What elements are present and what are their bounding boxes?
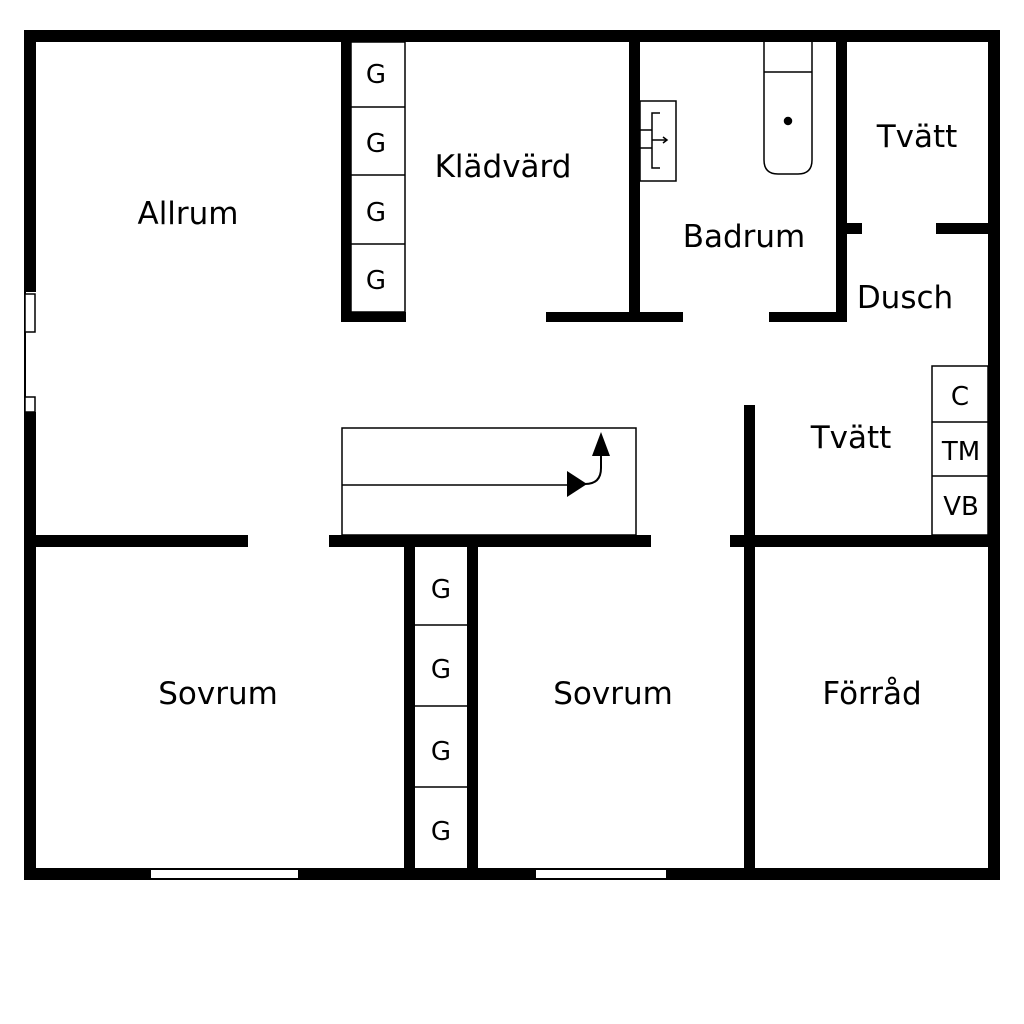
- kladvard-wall-right: [629, 42, 640, 322]
- laundry-units: [931, 365, 989, 536]
- closet-label: G: [366, 198, 386, 228]
- outer-wall-right: [988, 30, 1000, 880]
- closet-label: G: [431, 737, 451, 767]
- closet-wall-left: [341, 42, 351, 322]
- outer-wall-left-lower: [24, 412, 36, 880]
- middle-wall-right: [730, 535, 988, 547]
- outer-wall-top: [24, 30, 1000, 42]
- room-label-tvatt-mid: Tvätt: [810, 420, 892, 456]
- room-label-badrum: Badrum: [683, 219, 806, 255]
- laundry-unit-label: TM: [941, 437, 980, 467]
- closet-label: G: [366, 129, 386, 159]
- window-bottom-2: [536, 870, 666, 878]
- closet-label: G: [366, 266, 386, 296]
- sink-icon: [639, 100, 677, 182]
- outer-wall-left-upper: [24, 30, 36, 292]
- window-left-2: [24, 396, 36, 413]
- bathtub-icon: [763, 42, 813, 175]
- laundry-unit-label: VB: [943, 492, 979, 522]
- laundry-unit-label: C: [951, 382, 969, 412]
- middle-wall-center: [329, 535, 651, 547]
- closet-label: G: [431, 655, 451, 685]
- room-label-sovrum-mid: Sovrum: [553, 676, 673, 712]
- closet-label: G: [366, 60, 386, 90]
- window-left-1: [24, 293, 36, 333]
- room-label-sovrum-left: Sovrum: [158, 676, 278, 712]
- room-label-forrad: Förråd: [822, 676, 921, 712]
- middle-wall-left: [24, 535, 248, 547]
- window-bottom-1: [151, 870, 298, 878]
- walls: [24, 30, 1000, 880]
- closet-wall-bottom: [341, 312, 406, 322]
- tvatt-wall-right-stub: [936, 223, 988, 234]
- windows: [24, 292, 666, 878]
- closets-bottom: [415, 624, 467, 788]
- room-label-tvatt-top: Tvätt: [876, 119, 958, 155]
- stairs-icon: [341, 427, 637, 536]
- room-label-kladvard: Klädvärd: [435, 149, 572, 185]
- badrum-wall-right: [836, 42, 847, 322]
- lower-closet-wall-left: [404, 547, 415, 868]
- room-label-allrum: Allrum: [137, 196, 238, 232]
- kladvard-wall-bottom: [546, 312, 683, 322]
- badrum-wall-bottom: [769, 312, 847, 322]
- closet-label: G: [431, 575, 451, 605]
- closet-label: G: [431, 817, 451, 847]
- hall-wall-right: [744, 405, 755, 875]
- tvatt-wall-left-stub: [847, 223, 862, 234]
- closets-top: [350, 41, 406, 313]
- room-label-dusch: Dusch: [857, 280, 953, 316]
- lower-closet-wall-right: [467, 547, 478, 868]
